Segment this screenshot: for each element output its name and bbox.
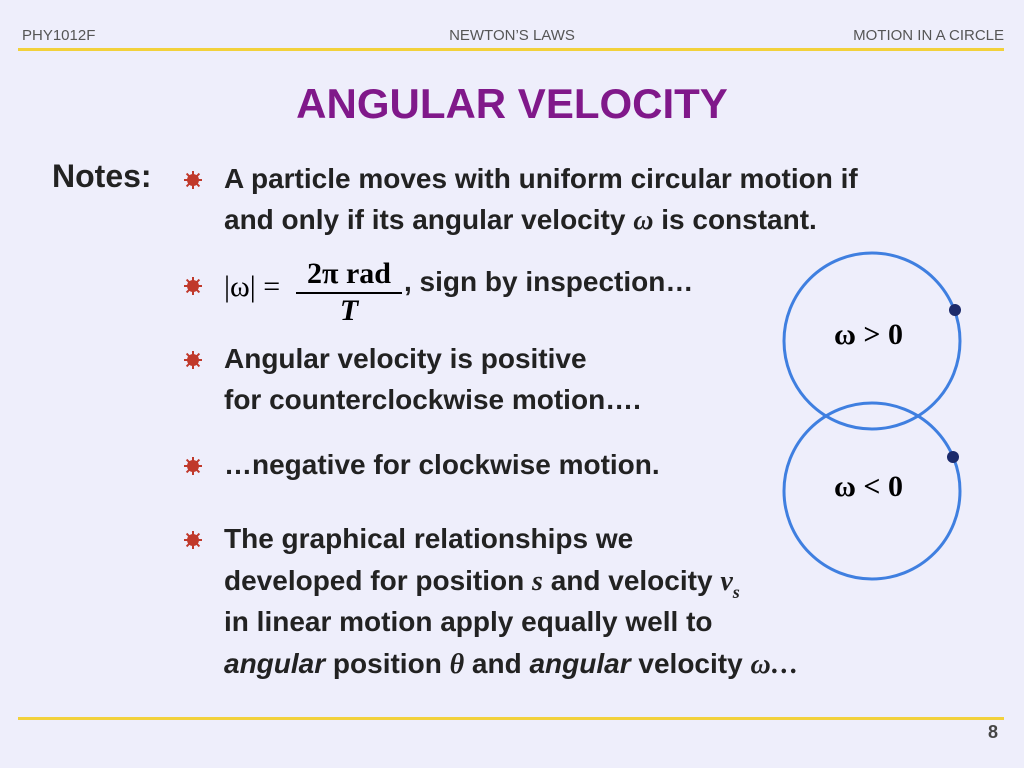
bottom-divider bbox=[18, 717, 1004, 720]
course-code: PHY1012F bbox=[22, 27, 96, 44]
omega-symbol: ω bbox=[633, 205, 654, 236]
slide-title: ANGULAR VELOCITY bbox=[296, 80, 728, 127]
bullet-3-line-2: for counterclockwise motion…. bbox=[224, 384, 641, 415]
bullet-5-line-2: developed for position s and velocity vs bbox=[224, 565, 740, 602]
omega-symbol: ω… bbox=[750, 649, 799, 680]
section-header: MOTION IN A CIRCLE bbox=[853, 27, 1004, 44]
velocity-symbol: vs bbox=[720, 566, 740, 602]
bullet-1-line-1: A particle moves with uniform circular m… bbox=[224, 163, 858, 194]
formula-denominator: T bbox=[339, 294, 359, 327]
top-divider bbox=[18, 48, 1004, 51]
formula-fraction: 2π rad T bbox=[296, 258, 402, 326]
bullet-icon bbox=[184, 171, 202, 189]
angular-velocity-formula: |ω| = 2π rad T bbox=[224, 258, 424, 326]
bullet-icon bbox=[184, 457, 202, 475]
theta-symbol: θ bbox=[449, 649, 465, 680]
particle-dot-upper bbox=[949, 304, 961, 316]
bullet-4-line-1: …negative for clockwise motion. bbox=[224, 449, 660, 480]
omega-positive-label: ω > 0 bbox=[834, 318, 904, 351]
bullet-icon bbox=[184, 531, 202, 549]
topic-header: NEWTON’S LAWS bbox=[449, 27, 575, 44]
formula-tail: , sign by inspection… bbox=[404, 266, 694, 297]
cw-circle bbox=[782, 401, 962, 581]
position-symbol: s bbox=[532, 566, 543, 597]
formula-numerator: 2π rad bbox=[307, 257, 391, 290]
ccw-circle bbox=[782, 251, 962, 431]
omega-negative-label: ω < 0 bbox=[834, 470, 904, 503]
formula-abs-omega: |ω| = bbox=[224, 270, 281, 303]
bullet-5-line-3: in linear motion apply equally well to bbox=[224, 606, 713, 637]
bullet-5-line-4: angular position θ and angular velocity … bbox=[224, 648, 799, 680]
page-number: 8 bbox=[987, 722, 998, 742]
bullet-3-line-1: Angular velocity is positive bbox=[224, 343, 587, 374]
bullet-5-line-1: The graphical relationships we bbox=[224, 523, 634, 554]
bullet-icon bbox=[184, 277, 202, 295]
particle-dot-lower bbox=[947, 451, 959, 463]
bullet-icon bbox=[184, 351, 202, 369]
notes-label: Notes: bbox=[52, 158, 152, 194]
bullet-1-line-2: and only if its angular velocity ω is co… bbox=[224, 204, 817, 236]
